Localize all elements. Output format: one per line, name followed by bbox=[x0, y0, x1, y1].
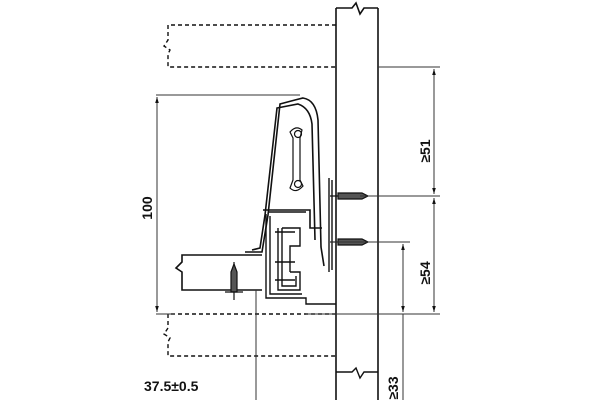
dimension-lines bbox=[155, 66, 440, 400]
drawer-side-profile bbox=[245, 97, 325, 267]
dimension-upper-clearance-label: ≥51 bbox=[417, 139, 433, 163]
dimension-setback-label: 37.5±0.5 bbox=[144, 378, 199, 394]
cabinet-panel bbox=[335, 1, 379, 400]
runner-rail bbox=[265, 178, 336, 305]
dimension-lower-clearance-label: ≥54 bbox=[417, 261, 433, 285]
dimension-bottom-clearance-label: ≥33 bbox=[385, 376, 401, 400]
dimension-height-label: 100 bbox=[139, 196, 155, 220]
drawer-bottom-board bbox=[174, 254, 262, 291]
adjacent-drawer-top bbox=[163, 24, 336, 68]
adjacent-drawer-bottom bbox=[163, 313, 336, 357]
